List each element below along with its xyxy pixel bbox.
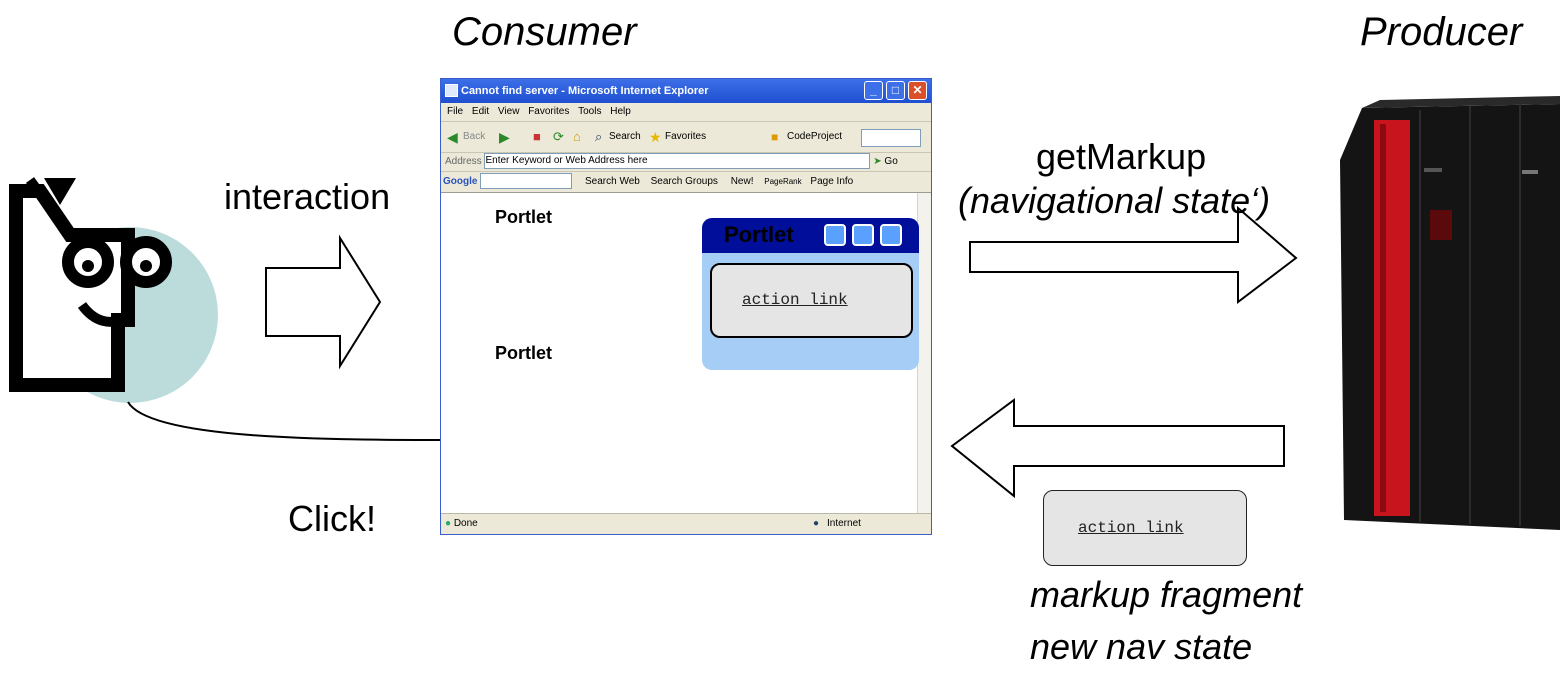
google-search-input[interactable] <box>480 173 573 190</box>
address-value: Enter Keyword or Web Address here <box>485 155 648 167</box>
left-arrow-icon <box>950 398 1285 499</box>
search-web-button[interactable]: Search Web <box>585 176 640 187</box>
vertical-scrollbar[interactable] <box>917 193 931 514</box>
internet-icon: ● <box>813 518 820 529</box>
toolbar-search-input[interactable] <box>861 129 921 147</box>
go-button[interactable]: Go <box>884 156 898 167</box>
page-content: Portlet Portlet <box>441 193 919 514</box>
ie-icon <box>445 84 458 97</box>
address-label: Address <box>445 156 482 167</box>
status-bar: ● Done ● Internet <box>441 513 931 534</box>
consumer-label: Consumer <box>452 10 637 54</box>
browser-title: Cannot find server - Microsoft Internet … <box>461 85 709 97</box>
toolbar: ◀ Back ▶ ■ ⟳ ⌂ ⌕ Search ★ Favorites ■ Co… <box>441 122 931 153</box>
browser-titlebar: Cannot find server - Microsoft Internet … <box>441 79 931 103</box>
menu-edit[interactable]: Edit <box>471 106 490 117</box>
google-toolbar: Google Search Web Search Groups New! Pag… <box>441 172 931 193</box>
right-arrow-icon <box>969 205 1298 305</box>
address-input[interactable]: Enter Keyword or Web Address here <box>484 153 871 170</box>
codeproject-icon: ■ <box>771 130 779 144</box>
favorites-button[interactable]: Favorites <box>665 131 707 142</box>
page-info-button[interactable]: Page Info <box>810 176 854 187</box>
menu-favorites[interactable]: Favorites <box>528 106 570 117</box>
search-button[interactable]: Search <box>609 131 641 142</box>
click-label: Click! <box>288 498 376 539</box>
user-face-icon <box>9 177 218 403</box>
new-nav-state-label: new nav state <box>1030 626 1253 667</box>
portlet-label-1: Portlet <box>495 207 553 227</box>
producer-label: Producer <box>1360 10 1523 54</box>
status-internet: Internet <box>827 518 861 529</box>
minimize-button[interactable]: _ <box>864 81 883 100</box>
menu-help[interactable]: Help <box>610 106 631 117</box>
go-icon[interactable]: ➤ <box>873 156 882 167</box>
menu-file[interactable]: File <box>447 106 464 117</box>
pagerank-button[interactable]: PageRank <box>764 177 802 186</box>
nav-state-label: (navigational state‘) <box>958 180 1271 221</box>
interaction-label: interaction <box>224 176 391 217</box>
getmarkup-label: getMarkup <box>1036 136 1207 177</box>
menu-view[interactable]: View <box>497 106 520 117</box>
fragment-action-link[interactable]: action link <box>1078 519 1184 537</box>
menu-bar: File Edit View Favorites Tools Help <box>441 103 931 122</box>
portlet-label-2: Portlet <box>495 343 553 363</box>
maximize-button[interactable]: □ <box>886 81 905 100</box>
stop-icon[interactable]: ■ <box>533 129 541 144</box>
forward-icon[interactable]: ▶ <box>499 129 510 145</box>
back-button[interactable]: Back <box>463 131 486 142</box>
right-arrow-icon <box>265 234 382 370</box>
browser-window: Cannot find server - Microsoft Internet … <box>440 78 932 535</box>
new-button[interactable]: New! <box>730 176 754 187</box>
codeproject-button[interactable]: CodeProject <box>787 131 843 142</box>
home-icon[interactable]: ⌂ <box>573 129 581 144</box>
markup-fragment-box: action link <box>1043 490 1247 566</box>
search-icon: ⌕ <box>595 129 603 144</box>
address-bar: Address Enter Keyword or Web Address her… <box>441 153 931 172</box>
refresh-icon[interactable]: ⟳ <box>553 129 564 144</box>
done-icon: ● <box>445 518 452 529</box>
markup-fragment-label: markup fragment <box>1030 574 1303 615</box>
search-groups-button[interactable]: Search Groups <box>650 176 718 187</box>
favorites-icon: ★ <box>649 129 662 145</box>
menu-tools[interactable]: Tools <box>578 106 602 117</box>
close-button[interactable]: ✕ <box>908 81 927 100</box>
status-done: Done <box>453 518 478 529</box>
server-icon <box>1340 96 1560 530</box>
google-logo[interactable]: Google <box>443 176 478 187</box>
back-icon[interactable]: ◀ <box>447 129 458 145</box>
